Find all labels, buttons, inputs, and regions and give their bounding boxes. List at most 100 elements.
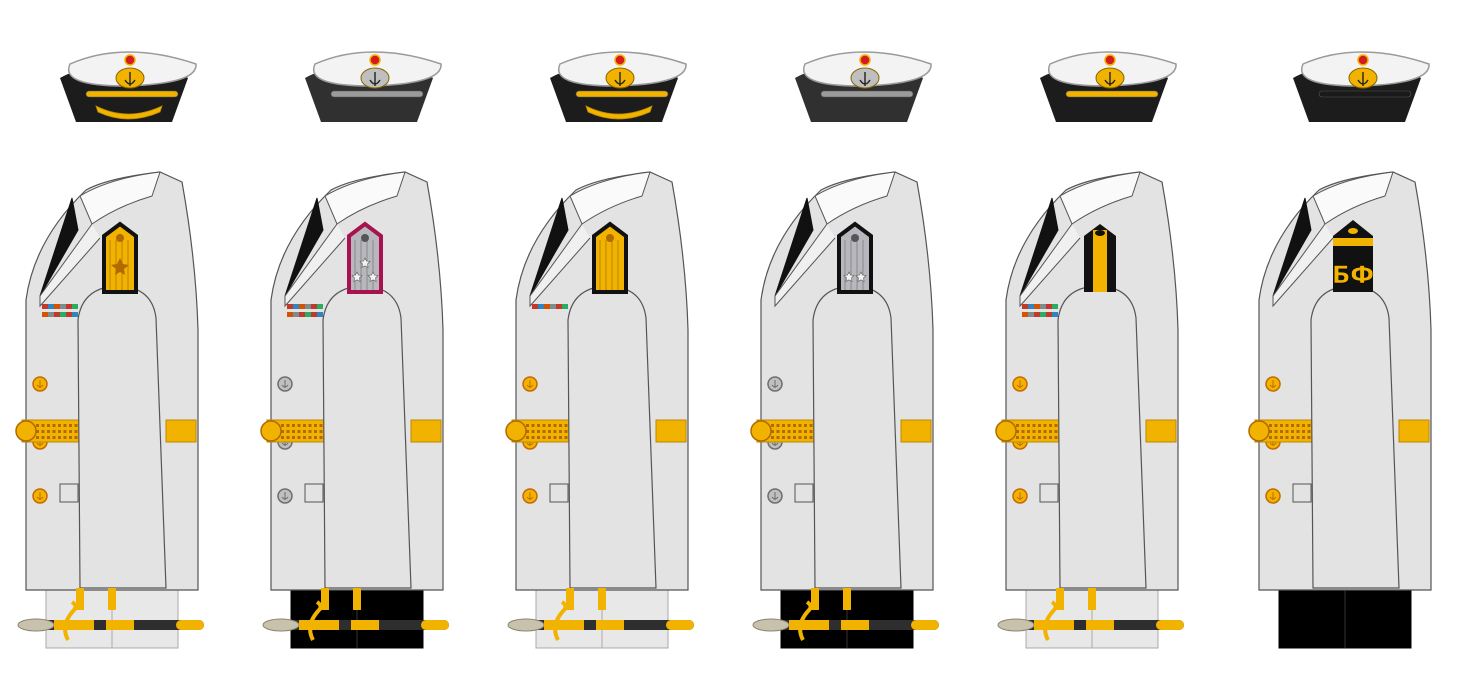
- tunic: [995, 171, 1179, 591]
- dirk-handle: [997, 618, 1035, 632]
- tunic-collar: [814, 171, 896, 225]
- pocket-flap: [304, 483, 324, 503]
- dirk-icon: [997, 588, 1184, 641]
- pocket-flap: [1292, 483, 1312, 503]
- belt-buckle-icon: [505, 420, 527, 442]
- oak-leaf-icon: [585, 105, 653, 120]
- collar-lapel: [1272, 197, 1312, 297]
- board-star-icon: [843, 271, 855, 283]
- board-anchor-icon: [1348, 228, 1358, 234]
- uniform-figure: [245, 0, 485, 685]
- medal-ribbons: [287, 304, 323, 317]
- medal-ribbons: [532, 304, 568, 309]
- peaked-cap: [795, 51, 932, 122]
- button-icon: [522, 488, 538, 504]
- collar-lapel: [774, 197, 814, 297]
- board-stripe: [1333, 238, 1373, 246]
- board-button-icon: [116, 234, 124, 242]
- uniform-drawing: [15, 51, 204, 649]
- belt-buckle-icon: [1248, 420, 1270, 442]
- peaked-cap: [550, 51, 687, 122]
- tunic: БФ: [1248, 171, 1432, 591]
- button-icon: [277, 488, 293, 504]
- dirk-handle: [17, 618, 55, 632]
- button-icon: [1265, 376, 1281, 392]
- tunic-collar: [1312, 171, 1394, 225]
- collar-lapel: [529, 197, 569, 297]
- parade-belt: [260, 419, 442, 443]
- dirk-handle: [262, 618, 300, 632]
- peaked-cap: [305, 51, 442, 122]
- dirk-icon: [262, 588, 449, 641]
- collar-lapel: [284, 197, 324, 297]
- cap-chinstrap: [1065, 90, 1159, 98]
- uniform-drawing: БФ: [1248, 51, 1432, 649]
- tunic: [750, 171, 934, 591]
- uniform-drawing: [750, 51, 939, 649]
- oak-leaf-icon: [95, 105, 163, 120]
- cap-chinstrap: [575, 90, 669, 98]
- shoulder-board: [347, 221, 383, 294]
- shoulder-board: [1084, 224, 1116, 292]
- tunic-lapel: [39, 223, 101, 308]
- tunic-sleeve: [77, 285, 167, 589]
- dirk-guard: [308, 600, 323, 641]
- parade-belt: [750, 419, 932, 443]
- medal-ribbons: [1022, 304, 1058, 317]
- button-icon: [1012, 488, 1028, 504]
- shoulder-board: [592, 221, 628, 294]
- tunic-lapel: [1019, 223, 1081, 308]
- tunic-sleeve: [322, 285, 412, 589]
- belt-buckle-icon: [995, 420, 1017, 442]
- board-stripe: [1093, 230, 1107, 292]
- shoulder-board: [837, 221, 873, 294]
- tunic: [260, 171, 444, 591]
- dirk-handle: [507, 618, 545, 632]
- tunic: [15, 171, 199, 591]
- dirk-guard: [798, 600, 813, 641]
- cap-chinstrap: [330, 90, 424, 98]
- board-letters: БФ: [1332, 261, 1374, 289]
- parade-belt: [505, 419, 687, 443]
- tunic-lapel: [284, 223, 346, 308]
- board-star-icon: [359, 257, 371, 269]
- belt-buckle-icon: [260, 420, 282, 442]
- pocket-flap: [59, 483, 79, 503]
- shoulder-board: [102, 221, 138, 294]
- tunic-lapel: [1272, 223, 1334, 308]
- cap-chinstrap: [1318, 90, 1412, 98]
- tunic-collar: [569, 171, 651, 225]
- tunic-collar: [1059, 171, 1141, 225]
- pocket-flap: [549, 483, 569, 503]
- dirk-icon: [507, 588, 694, 641]
- cockade-icon: [605, 54, 635, 89]
- uniform-figure: БФ: [1233, 0, 1457, 685]
- button-icon: [32, 376, 48, 392]
- board-button-icon: [361, 234, 369, 242]
- cockade-icon: [850, 54, 880, 89]
- peaked-cap: [1040, 51, 1177, 122]
- cap-chinstrap: [85, 90, 179, 98]
- button-icon: [32, 488, 48, 504]
- board-star-icon: [351, 271, 363, 283]
- button-icon: [1012, 376, 1028, 392]
- button-icon: [767, 488, 783, 504]
- collar-lapel: [39, 197, 79, 297]
- collar-lapel: [1019, 197, 1059, 297]
- tunic-sleeve: [1310, 285, 1400, 589]
- button-icon: [767, 376, 783, 392]
- dirk-guard: [1043, 600, 1058, 641]
- button-icon: [277, 376, 293, 392]
- medal-ribbons: [42, 304, 78, 317]
- uniform-figure: [735, 0, 975, 685]
- board-star-icon: [367, 271, 379, 283]
- board-button-icon: [606, 234, 614, 242]
- trousers: [1278, 589, 1412, 649]
- uniform-figure: [0, 0, 240, 685]
- tunic-sleeve: [567, 285, 657, 589]
- belt-buckle-icon: [15, 420, 37, 442]
- belt-buckle-icon: [750, 420, 772, 442]
- board-star-icon: [855, 271, 867, 283]
- tunic-lapel: [529, 223, 591, 308]
- parade-belt: [1248, 419, 1430, 443]
